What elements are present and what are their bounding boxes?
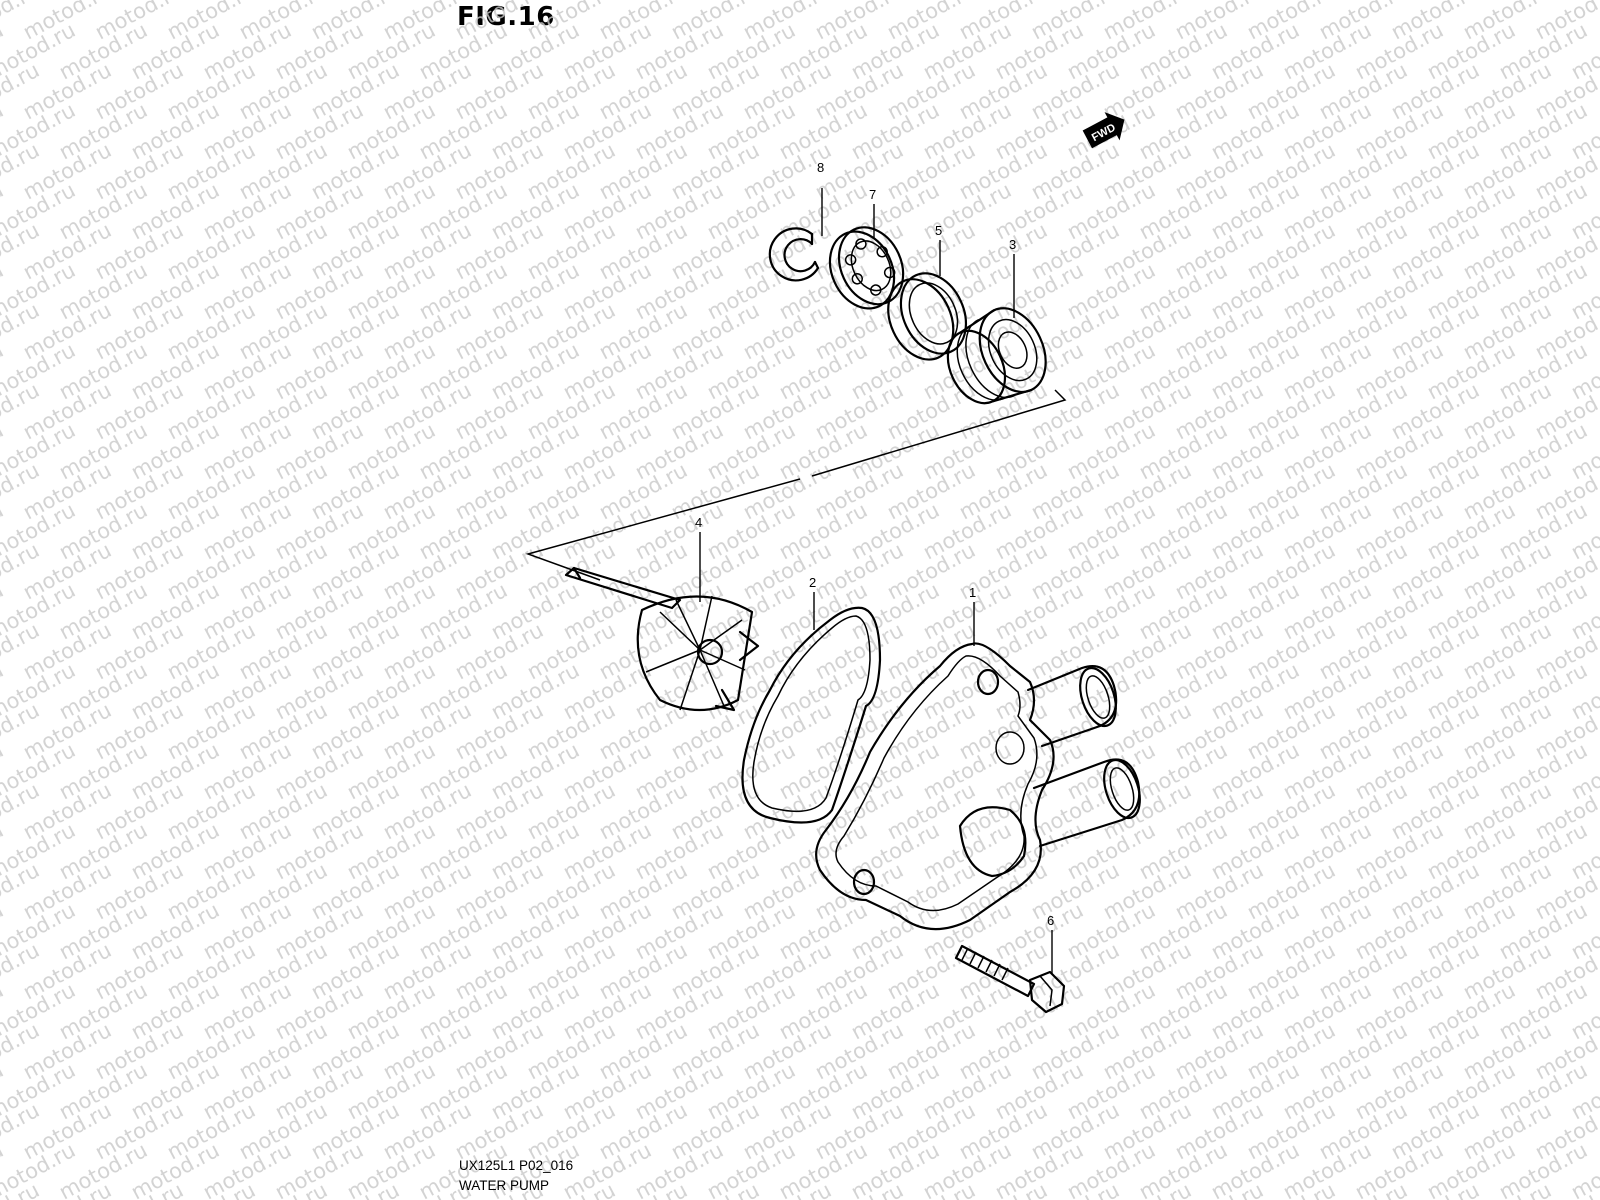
callout-2: 2 xyxy=(809,575,816,590)
callout-4: 4 xyxy=(695,515,702,530)
callout-7: 7 xyxy=(869,187,876,202)
figure-footer: UX125L1 P02_016 WATER PUMP xyxy=(459,1156,573,1196)
figure-title: FIG.16 xyxy=(457,2,555,32)
callout-3: 3 xyxy=(1009,237,1016,252)
callout-5: 5 xyxy=(935,223,942,238)
callout-1: 1 xyxy=(969,585,976,600)
diagram-name: WATER PUMP xyxy=(459,1178,549,1193)
diagram-code: UX125L1 P02_016 xyxy=(459,1158,574,1173)
callout-8: 8 xyxy=(817,160,824,175)
callout-6: 6 xyxy=(1047,913,1054,928)
